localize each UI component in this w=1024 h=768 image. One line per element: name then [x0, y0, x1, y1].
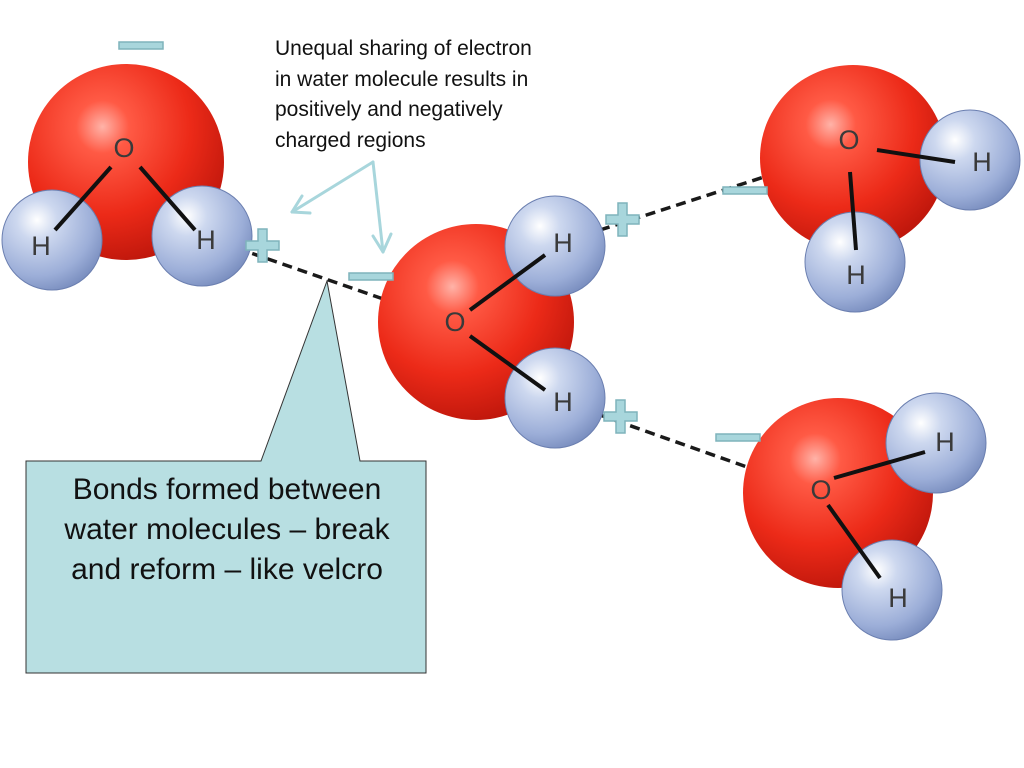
arrow-to-negative: [371, 160, 385, 254]
covalent-bond: [53, 165, 113, 232]
covalent-bond: [468, 334, 547, 392]
callout-line: water molecules – break: [64, 513, 390, 546]
charge-symbols: [118, 41, 768, 442]
annotation-line: in water molecule results in: [275, 67, 529, 91]
covalent-bond: [826, 503, 882, 580]
callout-box: [25, 279, 427, 674]
hydrogen-label: H: [553, 228, 573, 258]
covalent-bond: [468, 253, 547, 312]
arrow-to-positive: [290, 160, 375, 214]
hydrogen-label: H: [935, 427, 955, 457]
hydrogen-atom: [919, 109, 1021, 211]
hydrogen-label: H: [888, 583, 908, 613]
negative-charge-symbol: [715, 433, 761, 442]
hydrogen-label: H: [846, 260, 866, 290]
hydrogen-atom: [885, 392, 987, 494]
hydrogen-bond-3: [599, 413, 813, 492]
water-molecule-2: O H H: [378, 195, 606, 449]
oxygen-label: O: [444, 307, 465, 337]
water-molecule-4: O H H: [743, 392, 987, 641]
covalent-bond: [833, 450, 926, 480]
annotation-line: charged regions: [275, 128, 426, 152]
positive-charge-symbol: [605, 202, 640, 237]
callout-line: and reform – like velcro: [71, 553, 383, 586]
water-molecule-3: O H H: [760, 65, 1021, 313]
oxygen-atom: [760, 65, 946, 251]
annotation-line: Unequal sharing of electron: [275, 37, 532, 60]
hydrogen-label: H: [553, 387, 573, 417]
negative-charge-symbol: [722, 186, 768, 195]
hydrogen-label: H: [972, 147, 992, 177]
oxygen-label: O: [838, 125, 859, 155]
hydrogen-label: H: [31, 231, 51, 261]
hydrogen-atom: [841, 539, 943, 641]
annotation-arrows: [290, 160, 393, 254]
covalent-bond: [876, 148, 956, 164]
oxygen-label: O: [113, 133, 134, 163]
hydrogen-label: H: [196, 225, 216, 255]
positive-charge-symbol: [245, 228, 280, 263]
callout-text: Bonds formed between water molecules – b…: [28, 470, 426, 590]
annotation-line: positively and negatively: [275, 98, 503, 121]
annotation-text: Unequal sharing of electron in water mol…: [275, 34, 605, 156]
negative-charge-symbol: [118, 41, 164, 50]
water-molecule-1: O H H: [1, 64, 253, 291]
callout-line: Bonds formed between: [72, 473, 382, 506]
covalent-bond: [848, 171, 858, 251]
negative-charge-symbol: [348, 272, 394, 281]
hydrogen-atom: [504, 195, 606, 297]
covalent-bond: [138, 165, 197, 232]
hydrogen-atom: [504, 347, 606, 449]
arrow-head: [371, 232, 393, 254]
oxygen-label: O: [810, 475, 831, 505]
hydrogen-atom: [1, 189, 103, 291]
positive-charge-symbol: [603, 399, 638, 434]
arrow-head: [290, 194, 312, 215]
